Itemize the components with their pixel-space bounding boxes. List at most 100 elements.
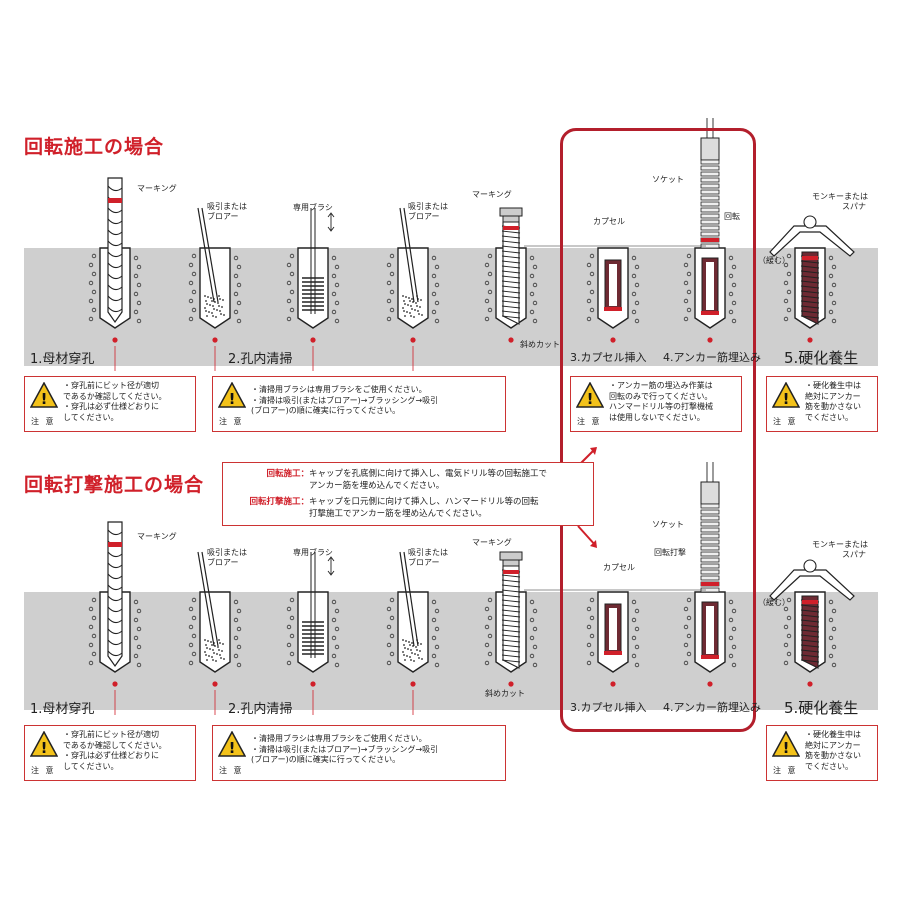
drill-hole (397, 591, 429, 673)
dust-particle (206, 647, 208, 649)
aggregate (286, 280, 292, 286)
aggregate (631, 599, 637, 605)
aggregate (233, 291, 239, 297)
aggregate (136, 644, 142, 650)
aggregate (331, 291, 337, 297)
dust-particle (212, 649, 214, 651)
aggregate (188, 280, 194, 286)
drill-flute (107, 529, 123, 536)
aggregate (589, 651, 595, 657)
s2-label-socket: ソケット (652, 520, 684, 529)
aggregate (286, 624, 292, 630)
aggregate (188, 624, 194, 630)
aggregate (331, 599, 337, 605)
s1-label-marking2: マーキング (472, 190, 512, 199)
s1-step-3: 3.カプセル挿入 (570, 351, 647, 364)
dust-particle (220, 657, 222, 659)
socket-thread (700, 159, 720, 165)
aggregate (532, 264, 538, 270)
thread (800, 624, 820, 628)
s2-step-3: 3.カプセル挿入 (570, 701, 647, 714)
capsule-cap (701, 655, 719, 659)
dust-particle (421, 314, 423, 316)
aggregate (532, 282, 538, 288)
aggregate (188, 642, 194, 648)
s2-note1-line3: ・穿孔は必ず仕様どおりに (63, 751, 159, 760)
aggregate (188, 262, 194, 268)
aggregate (731, 626, 737, 632)
aggregate (532, 626, 538, 632)
thread (501, 639, 521, 643)
blower-nozzle (201, 207, 219, 303)
aggregate (289, 633, 295, 639)
aggregate (529, 653, 535, 659)
aggregate (191, 271, 197, 277)
thread (501, 300, 521, 304)
drill-flute (107, 584, 123, 591)
aggregate (191, 307, 197, 313)
hole-bottom-dot (707, 337, 713, 343)
dust-particle (217, 302, 219, 304)
thread (501, 315, 521, 319)
blower-nozzle (399, 551, 415, 647)
aggregate (484, 262, 490, 268)
dust-particle (219, 654, 221, 656)
dust-particle (207, 640, 209, 642)
thread (800, 639, 820, 643)
aggregate (586, 280, 592, 286)
socket-thread (700, 177, 720, 183)
aggregate (286, 298, 292, 304)
s1-note4-line4: でください。 (805, 412, 853, 422)
dust-particle (407, 648, 409, 650)
aggregate (188, 316, 194, 322)
aggregate (783, 642, 789, 648)
aggregate (831, 662, 837, 668)
aggregate (786, 615, 792, 621)
drill-flute (107, 306, 123, 313)
warning-icon: ! (30, 382, 58, 408)
aggregate (191, 633, 197, 639)
aggregate (686, 307, 692, 313)
aggregate (334, 626, 340, 632)
dust-particle (215, 660, 217, 662)
explain-text-1b: アンカー筋を埋め込んでください。 (309, 481, 445, 491)
thread (800, 275, 820, 279)
hole-bottom-dot (807, 337, 813, 343)
aggregate (783, 298, 789, 304)
aggregate (389, 633, 395, 639)
dust-particle (206, 303, 208, 305)
dust-particle (205, 654, 207, 656)
thread (800, 649, 820, 653)
s1-label-capsule: カプセル (593, 217, 625, 226)
socket-thread (700, 557, 720, 563)
thread (501, 584, 521, 588)
socket-thread (700, 207, 720, 213)
arrow-down-head-icon (590, 540, 597, 548)
aggregate (631, 635, 637, 641)
aggregate (831, 644, 837, 650)
aggregate (831, 282, 837, 288)
aggregate (831, 318, 837, 324)
aggregate (386, 660, 392, 666)
aggregate (731, 662, 737, 668)
s1-label-marking1: マーキング (137, 184, 177, 193)
socket-thread (700, 189, 720, 195)
wrench-icon (769, 569, 855, 601)
aggregate (434, 644, 440, 650)
aggregate (828, 255, 834, 261)
s1-label-brush: 専用ブラシ (293, 203, 333, 212)
caution-label: 注 意 (219, 417, 244, 426)
aggregate (786, 651, 792, 657)
dust-particle (406, 311, 408, 313)
drill-hole (397, 247, 429, 329)
s2-note2-line3: (ブロアー)の順に確実に行ってください。 (251, 755, 401, 764)
warning-icon: ! (772, 731, 800, 757)
aggregate (484, 606, 490, 612)
aggregate (236, 318, 242, 324)
s2-label-cut: 斜めカット (485, 689, 525, 698)
drill-bit (107, 521, 123, 668)
aggregate (484, 316, 490, 322)
nut (499, 207, 523, 217)
thread (501, 594, 521, 598)
hole-bottom-dot (410, 681, 416, 687)
